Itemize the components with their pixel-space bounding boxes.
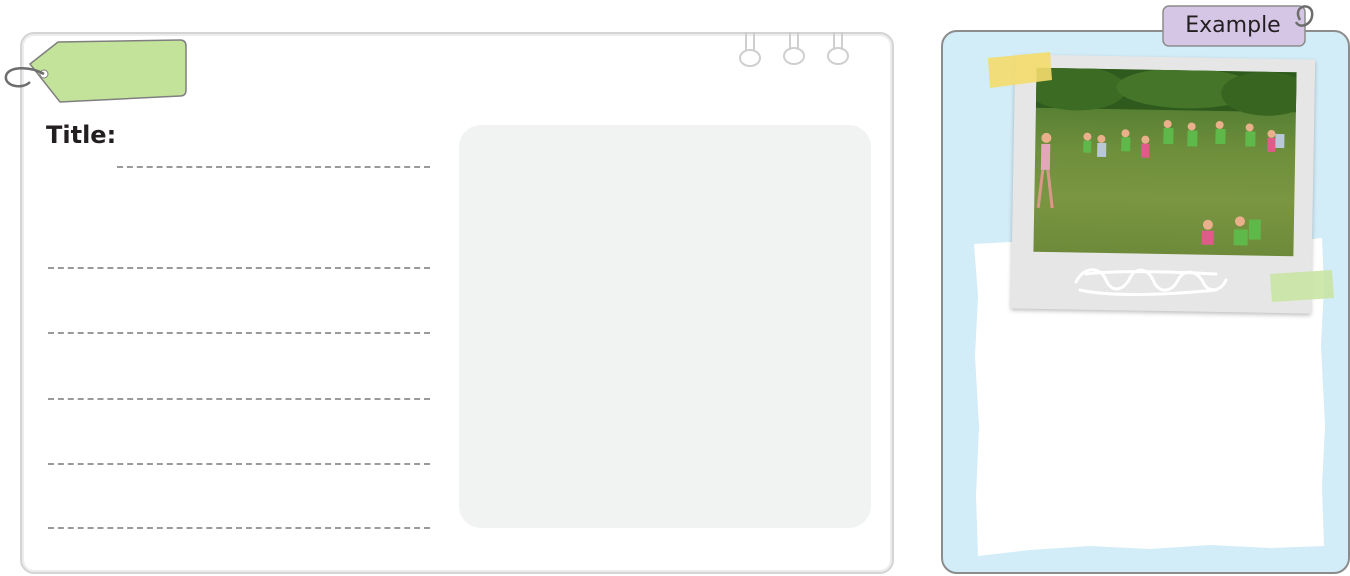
binder-rings — [739, 32, 849, 67]
write-line[interactable] — [48, 267, 430, 269]
green-tape — [1270, 270, 1334, 302]
photo-placeholder[interactable] — [459, 125, 871, 528]
example-tab-shape — [1162, 5, 1314, 47]
children-playing-image — [1033, 67, 1297, 246]
write-line[interactable] — [48, 332, 430, 334]
write-line[interactable] — [48, 527, 430, 529]
scribble-caption — [1074, 268, 1228, 296]
paper-sheet — [974, 238, 1325, 556]
label-tag-icon — [4, 39, 187, 103]
example-tab-label: Example — [1185, 13, 1281, 38]
binder-ring-2 — [783, 32, 805, 65]
write-line[interactable] — [48, 398, 430, 400]
binder-ring-1 — [739, 32, 761, 67]
title-write-line[interactable] — [117, 166, 430, 168]
title-label: Title: — [46, 121, 117, 149]
write-line[interactable] — [48, 463, 430, 465]
example-photo — [1033, 67, 1297, 257]
binder-ring-3 — [827, 32, 849, 65]
yellow-tape — [988, 52, 1052, 88]
